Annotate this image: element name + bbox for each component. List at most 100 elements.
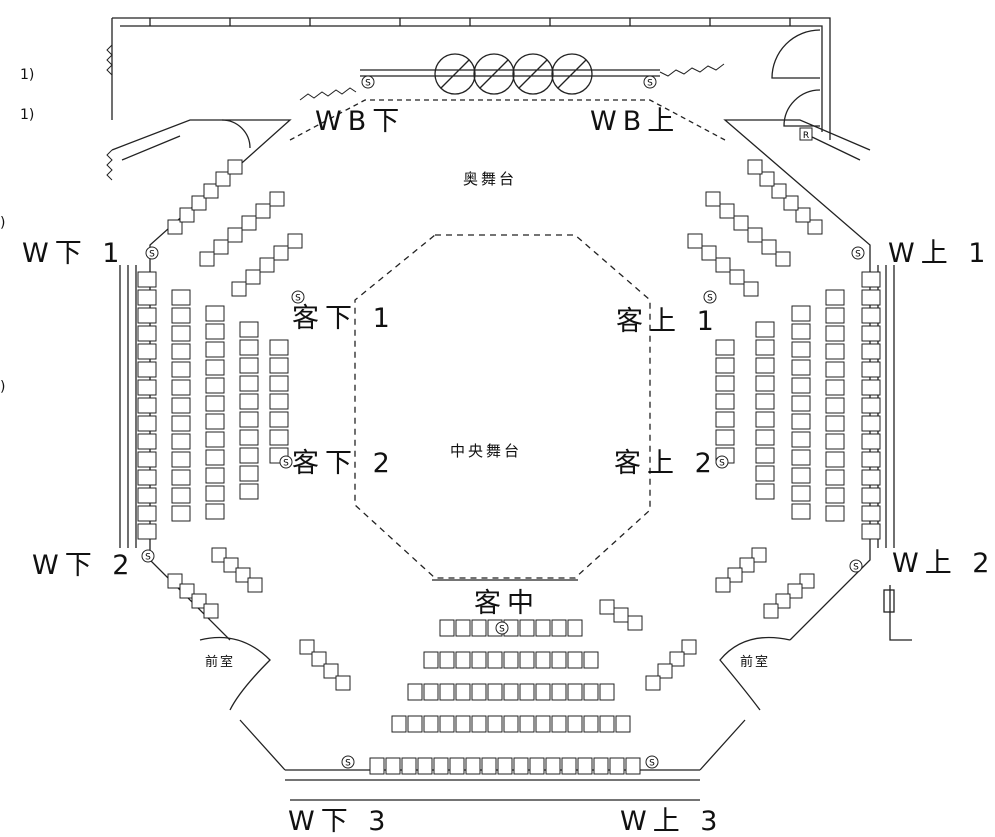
seat: [255, 203, 271, 219]
seat: [455, 619, 471, 637]
back-stage-label: 奥舞台: [463, 170, 518, 188]
seat: [861, 433, 881, 450]
seat: [239, 339, 259, 356]
seat: [481, 757, 497, 775]
seat: [799, 573, 815, 589]
seat: [535, 651, 551, 669]
seat: [269, 375, 289, 392]
seat: [739, 557, 755, 573]
seat: [861, 415, 881, 432]
seat: [239, 465, 259, 482]
seat: [747, 227, 763, 243]
seat: [775, 251, 791, 267]
seat: [323, 663, 339, 679]
seat: [755, 411, 775, 428]
seat: [615, 715, 631, 733]
seat: [205, 305, 225, 322]
seat: [715, 339, 735, 356]
seat: [137, 343, 157, 360]
seat: [861, 397, 881, 414]
zone-audience-center-label: 客中: [474, 588, 540, 619]
s-marker-icon: [703, 290, 717, 304]
seat: [497, 757, 513, 775]
seat: [205, 413, 225, 430]
seat: [747, 159, 763, 175]
zone-wb-upper-label: WB上: [590, 106, 681, 137]
seat: [259, 257, 275, 273]
seat: [791, 449, 811, 466]
seat: [179, 207, 195, 223]
seat: [269, 357, 289, 374]
seat: [755, 375, 775, 392]
seat: [137, 487, 157, 504]
seat: [137, 433, 157, 450]
seat: [719, 203, 735, 219]
seat: [599, 599, 615, 615]
s-marker-letter: S: [149, 250, 155, 260]
s-marker-letter: S: [719, 459, 725, 469]
seat: [171, 451, 191, 468]
seat: [273, 245, 289, 261]
seat: [203, 183, 219, 199]
s-marker-letter: S: [345, 759, 351, 769]
s-marker-letter: S: [647, 79, 653, 89]
seat: [861, 523, 881, 540]
seat: [755, 321, 775, 338]
seat: [825, 289, 845, 306]
seat: [669, 651, 685, 667]
seat: [763, 603, 779, 619]
seat: [269, 411, 289, 428]
zone-audience-upper-2-label: 客上 2: [614, 448, 718, 479]
margin-fragment-4: ): [0, 379, 6, 395]
seat: [439, 619, 455, 637]
seat: [715, 411, 735, 428]
seat: [791, 395, 811, 412]
seat: [791, 359, 811, 376]
seat: [755, 483, 775, 500]
s-marker-icon: [145, 246, 159, 260]
s-marker-letter: S: [499, 625, 505, 635]
seat: [171, 487, 191, 504]
seat: [203, 603, 219, 619]
seat: [861, 469, 881, 486]
seat: [807, 219, 823, 235]
s-marker-letter: S: [649, 759, 655, 769]
seat: [239, 483, 259, 500]
seat: [657, 663, 673, 679]
margin-fragment-1: 1): [20, 67, 35, 83]
seat: [519, 651, 535, 669]
seat: [239, 411, 259, 428]
seat: [613, 607, 629, 623]
s-marker-letter: S: [295, 294, 301, 304]
seat: [269, 393, 289, 410]
seat: [239, 429, 259, 446]
seat: [205, 359, 225, 376]
seat: [137, 505, 157, 522]
seat: [205, 449, 225, 466]
seat: [407, 683, 423, 701]
seat: [247, 577, 263, 593]
seat: [503, 683, 519, 701]
seat: [825, 343, 845, 360]
seat: [369, 757, 385, 775]
r-marker-letter: R: [803, 131, 809, 141]
seat: [687, 233, 703, 249]
s-marker-letter: S: [283, 459, 289, 469]
seat: [759, 171, 775, 187]
zone-audience-lower-1-label: 客下 1: [292, 303, 396, 334]
seat: [791, 467, 811, 484]
seat: [171, 379, 191, 396]
seat: [551, 619, 567, 637]
zone-w-upper-2-label: W上 2: [892, 548, 995, 579]
seat: [583, 683, 599, 701]
seat: [861, 307, 881, 324]
seat: [245, 269, 261, 285]
seat: [137, 469, 157, 486]
s-marker-letter: S: [707, 294, 713, 304]
seat: [715, 257, 731, 273]
seat: [715, 393, 735, 410]
seat: [755, 339, 775, 356]
seat: [171, 469, 191, 486]
seat: [825, 433, 845, 450]
